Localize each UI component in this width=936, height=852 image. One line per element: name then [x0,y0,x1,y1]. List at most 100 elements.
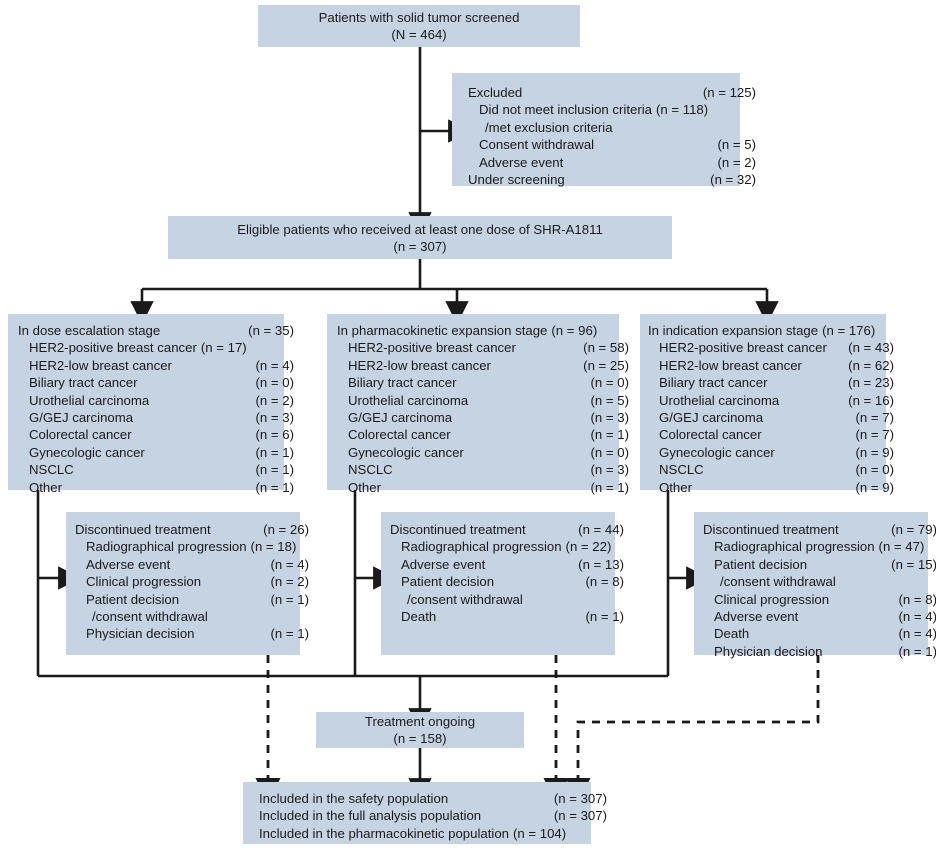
flow-row-label: Colorectal cancer [29,427,132,443]
flow-row-count: (n = 5) [590,392,629,408]
flow-row: HER2-low breast cancer(n = 25) [337,357,629,374]
ongoing-count: (n = 158) [393,731,447,746]
flow-row-count: (n = 104) [513,825,567,841]
flow-row-count: (n = 1) [590,427,629,443]
flow-row: NSCLC(n = 1) [18,461,294,478]
flow-row-label: Excluded [468,85,523,100]
flow-row-count: (n = 96) [551,323,598,338]
box-screened: Patients with solid tumor screened (N = … [258,5,580,47]
flow-row-count: (n = 35) [248,323,294,338]
flow-row: G/GEJ carcinoma(n = 7) [648,409,894,426]
flow-row-count: (n = 1) [590,479,629,495]
box-stage-indication-expansion: In indication expansion stage(n = 176)HE… [640,314,894,495]
flow-row-count: (n = 1) [270,626,309,642]
flow-row-count: (n = 1) [255,479,294,495]
flow-row-label: Radiographical progression [86,539,247,555]
screened-count: (N = 464) [391,27,447,42]
flow-row: Biliary tract cancer(n = 0) [337,374,629,391]
flow-row-label: Patient decision [714,556,808,572]
flow-row: Adverse event (n = 2) [468,154,756,171]
flow-row-label: G/GEJ carcinoma [659,410,764,426]
flow-row: Colorectal cancer(n = 1) [337,426,629,443]
flow-row: In dose escalation stage(n = 35) [18,322,294,339]
discontinued-0-rows: Discontinued treatment(n = 26)Radiograph… [66,512,317,643]
flow-row: Other(n = 1) [337,479,629,496]
screened-label: Patients with solid tumor screened [318,10,520,25]
flow-row: HER2-positive breast cancer (n = 43) [648,339,894,356]
flow-row-label: Adverse event [401,556,486,572]
flow-row-count: (n = 7) [855,427,894,443]
flow-row: Adverse event(n = 13) [390,556,624,573]
flow-row-label: Physician decision [86,626,195,642]
flow-row-count: (n = 4) [270,556,309,572]
flow-row-count: (n = 2) [717,154,756,170]
flow-row: In indication expansion stage(n = 176) [648,322,894,339]
ongoing-label: Treatment ongoing [364,714,476,729]
flow-row-label: In pharmacokinetic expansion stage [337,323,548,338]
eligible-count: (n = 307) [393,238,447,254]
box-stage-dose-escalation: In dose escalation stage(n = 35)HER2-pos… [8,314,294,495]
flow-row-count: (n = 1) [585,609,624,625]
flow-row: Adverse event(n = 4) [703,608,936,625]
flow-row-label: Adverse event [479,154,564,170]
flow-row: Urothelial carcinoma(n = 16) [648,392,894,409]
box-discontinued-dose-escalation: Discontinued treatment(n = 26)Radiograph… [66,512,309,655]
discontinued-1-rows: Discontinued treatment(n = 44)Radiograph… [381,512,632,625]
flow-row-label: Patient decision [86,591,180,607]
flow-row-count: (n = 0) [255,375,294,391]
flow-row-label: Under screening [468,172,565,188]
flow-row: Biliary tract cancer(n = 0) [18,374,294,391]
flow-row: Under screening(n = 32) [468,171,756,188]
box-excluded: Excluded(n = 125)Did not meet inclusion … [452,73,756,187]
flow-row-label: /consent withdrawal [407,591,523,607]
flow-row: Did not meet inclusion criteria(n = 118) [468,101,756,118]
flow-row-label: HER2-positive breast cancer [348,340,516,356]
stage-1-rows: In pharmacokinetic expansion stage(n = 9… [327,314,639,496]
flow-row-label: HER2-low breast cancer [348,357,491,373]
flow-row: Radiographical progression(n = 47) [703,538,936,555]
flow-row-count: (n = 4) [898,609,936,625]
discontinued-2-rows: Discontinued treatment(n = 79)Radiograph… [694,512,936,660]
flow-row: In pharmacokinetic expansion stage(n = 9… [337,322,629,339]
flow-row-count: (n = 0) [590,444,629,460]
stage-2-rows: In indication expansion stage(n = 176)HE… [640,314,902,496]
flow-row-count: (n = 307) [553,791,607,806]
flow-row-label: G/GEJ carcinoma [29,410,134,426]
flow-row-label: Consent withdrawal [479,137,595,153]
flow-row: NSCLC(n = 3) [337,461,629,478]
flow-row: Physician decision (n = 1) [75,625,309,642]
flow-row-count: (n = 26) [263,522,309,537]
flow-row-count: (n = 2) [255,392,294,408]
flow-row-count: (n = 9) [855,444,894,460]
flow-row: Patient decision(n = 8) [390,573,624,590]
flow-row: Biliary tract cancer(n = 23) [648,374,894,391]
flow-row-count: (n = 79) [891,522,936,537]
flow-row-count: (n = 1) [255,444,294,460]
flow-row: HER2-low breast cancer(n = 62) [648,357,894,374]
flow-row-label: Gynecologic cancer [29,444,145,460]
flow-row: /consent withdrawal [75,608,309,625]
flow-row-count: (n = 44) [578,522,624,537]
flow-row-label: Death [714,626,750,642]
flow-row-count: (n = 6) [255,427,294,443]
flow-row-label: HER2-low breast cancer [29,357,172,373]
flow-row-count: (n = 1) [898,643,936,659]
flow-row: HER2-positive breast cancer(n = 17) [18,339,294,356]
flow-row-label: Other [659,479,692,495]
flow-row-count: (n = 43) [848,340,894,356]
flow-row-label: /consent withdrawal [720,574,836,590]
flow-row-label: Urothelial carcinoma [659,392,780,408]
box-stage-pharmacokinetic-expansion: In pharmacokinetic expansion stage(n = 9… [327,314,629,495]
flow-row: Radiographical progression(n = 22) [390,538,624,555]
flow-row-count: (n = 18) [250,539,297,555]
flow-row-label: Radiographical progression [401,539,562,555]
populations-rows: Included in the safety population(n = 30… [243,782,617,842]
flow-row-count: (n = 17) [200,340,247,356]
flow-row-label: HER2-positive breast cancer [659,340,827,356]
flow-row-count: (n = 62) [848,357,894,373]
flow-row-label: Gynecologic cancer [348,444,464,460]
flow-row: NSCLC(n = 0) [648,461,894,478]
flow-row-count: (n = 1) [255,462,294,478]
flow-row-count: (n = 0) [855,462,894,478]
